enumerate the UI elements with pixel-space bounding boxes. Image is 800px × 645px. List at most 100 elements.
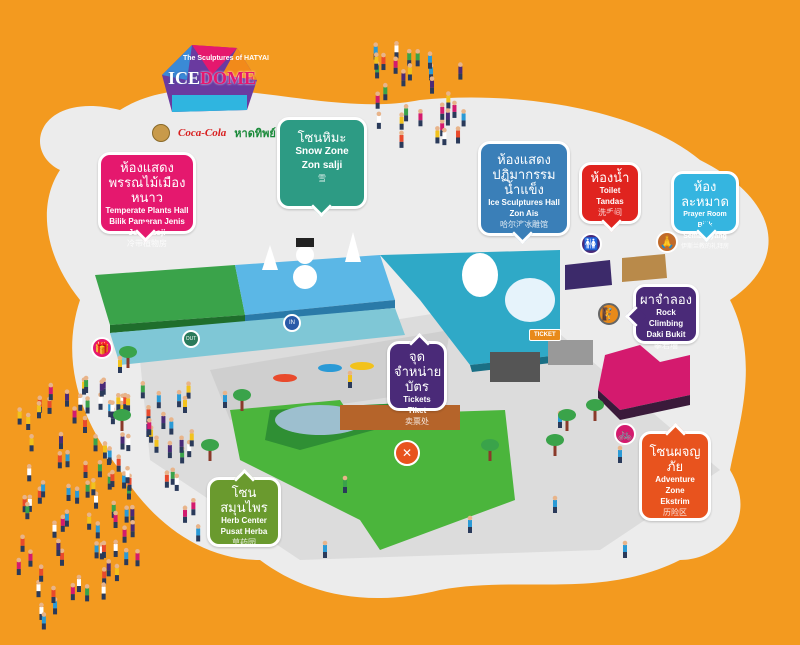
person — [622, 540, 628, 558]
person — [191, 497, 196, 516]
person — [429, 76, 435, 94]
palm-tree — [558, 409, 576, 431]
person — [445, 108, 451, 126]
fork-knife-icon[interactable]: ✕ — [394, 440, 420, 466]
climber-icon[interactable]: 🧗 — [598, 303, 620, 325]
person — [95, 521, 101, 539]
person — [110, 469, 115, 488]
snowman-decoration — [293, 265, 317, 289]
person — [113, 539, 118, 557]
person — [86, 512, 92, 530]
sponsor-logos: Coca-Cola หาดทิพย์ — [152, 124, 276, 142]
person — [427, 51, 433, 69]
person — [64, 509, 70, 527]
logo-subtitle: The Sculptures of HATYAI — [183, 55, 269, 62]
person — [85, 480, 90, 498]
person — [130, 504, 135, 523]
person — [85, 396, 90, 414]
person — [102, 441, 108, 459]
person — [84, 584, 90, 602]
prayer-building — [622, 254, 667, 282]
restaurant-building — [340, 405, 460, 430]
person — [126, 433, 131, 452]
person — [117, 355, 123, 373]
person — [25, 501, 30, 520]
person — [38, 564, 44, 582]
person — [41, 612, 47, 630]
person — [552, 495, 558, 513]
trees — [113, 346, 604, 461]
person — [169, 417, 174, 435]
person — [76, 574, 82, 593]
person — [439, 118, 445, 137]
person — [28, 549, 33, 567]
person — [99, 379, 105, 397]
person — [121, 471, 127, 489]
person — [347, 370, 353, 388]
person — [406, 48, 412, 67]
gift-icon[interactable]: 🎁 — [91, 337, 113, 359]
person — [65, 449, 70, 468]
ticket-booth — [490, 352, 540, 382]
person — [125, 465, 130, 484]
ice-dome-logo — [152, 40, 262, 120]
person — [107, 446, 112, 464]
person — [123, 547, 129, 566]
person — [124, 505, 129, 523]
person — [383, 82, 388, 101]
person — [58, 431, 64, 450]
bicycle-icon[interactable]: 🚲 — [614, 423, 636, 445]
person — [64, 389, 70, 407]
person — [435, 126, 440, 144]
toilet-building — [565, 260, 612, 290]
person — [140, 381, 146, 399]
person — [52, 520, 57, 538]
person — [77, 393, 83, 411]
person — [195, 524, 201, 542]
person — [403, 104, 409, 122]
person — [394, 41, 399, 59]
person — [51, 585, 56, 604]
person — [399, 130, 404, 148]
person — [381, 52, 386, 71]
palm-tree — [481, 439, 499, 461]
person — [83, 460, 88, 478]
exit-out-marker: OUT — [182, 330, 200, 348]
person — [66, 483, 71, 501]
person — [36, 401, 42, 419]
person — [40, 480, 46, 498]
prayer-icon[interactable]: 🙏 — [656, 231, 678, 253]
person — [135, 548, 140, 567]
person — [170, 467, 176, 485]
adventure-zone-area — [598, 345, 690, 410]
person — [461, 109, 466, 127]
person — [322, 540, 328, 558]
person — [111, 500, 117, 518]
ice-sculptures-hall-area — [380, 250, 560, 365]
person — [375, 91, 380, 109]
person — [467, 515, 473, 533]
person — [439, 102, 445, 120]
hatyai-seal-icon — [152, 124, 170, 142]
person — [455, 126, 461, 144]
person — [182, 505, 188, 523]
person — [164, 470, 170, 488]
person — [16, 557, 22, 576]
person — [446, 91, 451, 109]
person — [94, 541, 99, 559]
toilet-icon[interactable]: 🚻 — [580, 233, 602, 255]
person — [374, 52, 379, 70]
temperate-plants-hall-area — [95, 265, 245, 325]
person — [39, 602, 44, 620]
logo-title: ICEDOME — [168, 68, 257, 88]
person — [182, 395, 188, 413]
